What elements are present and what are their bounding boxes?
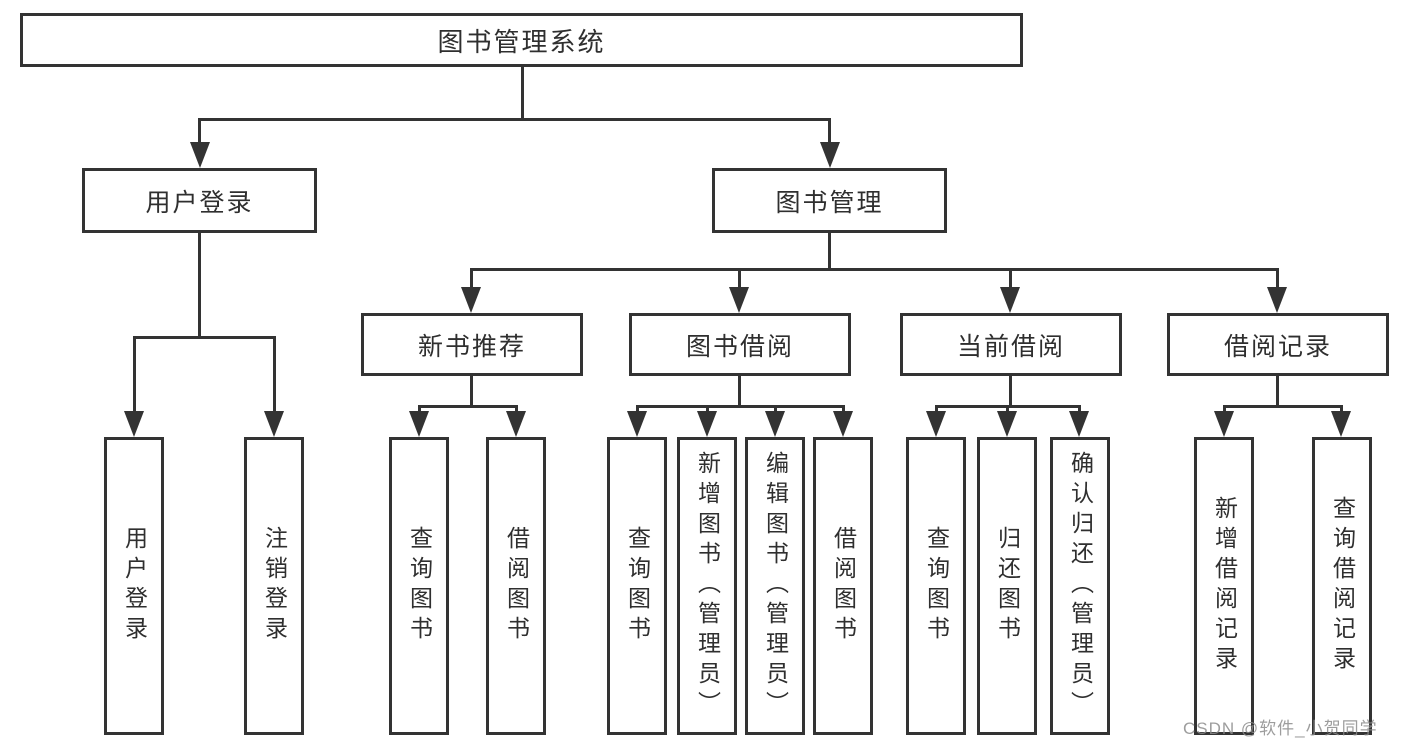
connector [1009,268,1012,289]
leaf-return-books-label: 归还图书 [994,526,1021,646]
connector [636,405,639,415]
connector [636,405,844,408]
leaf-borrow-books-recommend: 借阅图书 [486,437,546,735]
arrowhead-down-icon [409,411,429,437]
leaf-add-borrow-record-label: 新增借阅记录 [1211,496,1238,676]
connector [738,268,741,289]
arrowhead-down-icon [765,411,785,437]
connector [133,336,275,339]
arrowhead-down-icon [264,411,284,437]
arrowhead-down-icon [461,287,481,313]
connector [418,405,517,408]
connector [198,118,201,144]
connector [1009,376,1012,408]
node-book-borrow-label: 图书借阅 [685,332,794,361]
arrowhead-down-icon [820,142,840,168]
arrowhead-down-icon [833,411,853,437]
arrowhead-down-icon [1000,287,1020,313]
connector [828,233,831,270]
leaf-query-books-borrow: 查询图书 [607,437,667,735]
node-book-borrow: 图书借阅 [629,313,851,376]
node-book-management-label: 图书管理 [775,188,884,217]
connector [842,405,845,415]
arrowhead-down-icon [124,411,144,437]
node-current-borrow-label: 当前借阅 [956,332,1065,361]
leaf-query-books-borrow-label: 查询图书 [624,526,651,646]
node-new-book-recommend: 新书推荐 [361,313,583,376]
arrowhead-down-icon [627,411,647,437]
arrowhead-down-icon [506,411,526,437]
connector [1276,376,1279,408]
connector [273,336,276,413]
connector [706,405,709,415]
connector [521,67,524,119]
connector [1006,405,1009,415]
leaf-user-login-label: 用户登录 [121,526,148,646]
leaf-add-book-admin: 新增图书（管理员） [677,437,737,735]
arrowhead-down-icon [1331,411,1351,437]
connector [198,233,201,339]
arrowhead-down-icon [997,411,1017,437]
leaf-edit-book-admin: 编辑图书（管理员） [745,437,805,735]
leaf-query-borrow-record: 查询借阅记录 [1312,437,1372,735]
connector [1223,405,1226,415]
watermark: CSDN @软件_小贺同学 [1183,719,1378,738]
leaf-user-login: 用户登录 [104,437,164,735]
leaf-confirm-return-admin: 确认归还（管理员） [1050,437,1110,735]
connector [1276,268,1279,289]
node-book-management: 图书管理 [712,168,947,233]
connector [470,268,1278,271]
leaf-logout: 注销登录 [244,437,304,735]
leaf-borrow-books-recommend-label: 借阅图书 [503,526,530,646]
leaf-return-books: 归还图书 [977,437,1037,735]
connector [738,376,741,408]
leaf-add-borrow-record: 新增借阅记录 [1194,437,1254,735]
arrowhead-down-icon [1267,287,1287,313]
node-root: 图书管理系统 [20,13,1023,67]
node-current-borrow: 当前借阅 [900,313,1122,376]
connector [774,405,777,415]
connector [470,268,473,289]
node-user-login-label: 用户登录 [145,188,254,217]
node-borrow-records-label: 借阅记录 [1223,332,1332,361]
leaf-query-books-current: 查询图书 [906,437,966,735]
arrowhead-down-icon [1069,411,1089,437]
node-new-book-recommend-label: 新书推荐 [417,332,526,361]
node-borrow-records: 借阅记录 [1167,313,1389,376]
connector [515,405,518,415]
arrowhead-down-icon [729,287,749,313]
connector [418,405,421,415]
connector [133,336,136,413]
connector [199,118,831,121]
leaf-confirm-return-admin-label: 确认归还（管理员） [1067,451,1094,721]
connector [1223,405,1343,408]
leaf-query-books-recommend-label: 查询图书 [406,526,433,646]
arrowhead-down-icon [190,142,210,168]
connector [1078,405,1081,415]
arrowhead-down-icon [697,411,717,437]
connector [470,376,473,408]
connector [828,118,831,144]
leaf-query-books-recommend: 查询图书 [389,437,449,735]
leaf-add-book-admin-label: 新增图书（管理员） [694,451,721,721]
leaf-borrow-books-label: 借阅图书 [830,526,857,646]
connector [1340,405,1343,415]
connector [935,405,938,415]
leaf-borrow-books: 借阅图书 [813,437,873,735]
leaf-query-borrow-record-label: 查询借阅记录 [1329,496,1356,676]
leaf-logout-label: 注销登录 [261,526,288,646]
arrowhead-down-icon [1214,411,1234,437]
leaf-query-books-current-label: 查询图书 [923,526,950,646]
leaf-edit-book-admin-label: 编辑图书（管理员） [762,451,789,721]
node-user-login: 用户登录 [82,168,317,233]
arrowhead-down-icon [926,411,946,437]
node-root-label: 图书管理系统 [437,26,606,57]
